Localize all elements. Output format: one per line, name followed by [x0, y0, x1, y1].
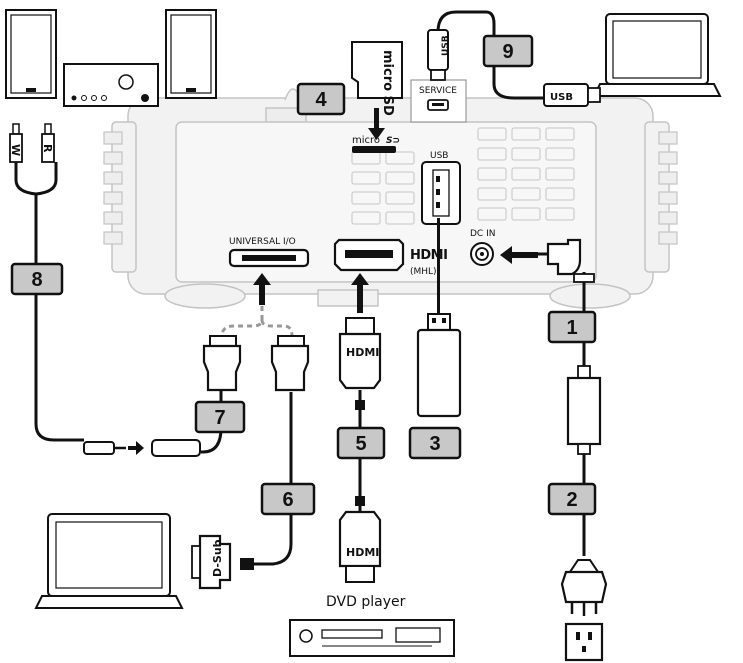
svg-text:micro: micro	[352, 135, 380, 146]
callout-6: 6	[260, 482, 316, 516]
audio-jack-plug	[83, 439, 201, 457]
callout-2: 2	[547, 482, 597, 516]
speaker-right	[165, 9, 217, 99]
dvd-player: DVD player	[289, 594, 455, 657]
universal-io-plug-left	[202, 335, 242, 392]
usb-flash-drive	[416, 313, 462, 418]
projector-vents	[351, 127, 575, 225]
svg-text:HDMI: HDMI	[410, 248, 447, 263]
svg-text:USB: USB	[430, 151, 448, 161]
svg-text:USB: USB	[550, 92, 573, 103]
callout-1: 1	[547, 310, 597, 344]
svg-text:9: 9	[502, 41, 513, 63]
hdmi-plug-top: HDMI	[338, 317, 382, 410]
svg-text:5: 5	[355, 433, 366, 455]
wall-outlet	[564, 622, 604, 662]
usb-plug-service: USB	[427, 29, 451, 81]
svg-text:HDMI: HDMI	[346, 546, 379, 559]
usb-port: USB	[421, 151, 461, 225]
microsd-port: micro S⊃	[352, 135, 400, 153]
callout-7: 7	[194, 400, 246, 434]
svg-text:(MHL): (MHL)	[410, 267, 437, 277]
svg-text:4: 4	[315, 89, 327, 111]
svg-text:micro SD: micro SD	[380, 50, 395, 116]
laptop-top-right	[592, 13, 722, 97]
svg-text:S⊃: S⊃	[386, 136, 400, 146]
amplifier	[63, 63, 159, 107]
svg-text:SERVICE: SERVICE	[419, 86, 457, 96]
svg-text:7: 7	[214, 407, 225, 429]
callout-4: 4	[296, 82, 346, 116]
dcin-port: DC IN	[470, 229, 495, 266]
svg-text:DC IN: DC IN	[470, 229, 495, 239]
svg-text:3: 3	[429, 433, 440, 455]
power-plug	[560, 559, 608, 616]
dc-plug	[536, 238, 595, 283]
svg-text:8: 8	[31, 269, 42, 291]
laptop-bottom-left	[34, 513, 184, 609]
callout-5: 5	[336, 426, 386, 460]
svg-text:DVD player: DVD player	[326, 594, 406, 610]
speaker-left	[5, 9, 57, 99]
power-adapter	[566, 365, 602, 455]
universal-io-plug-right	[270, 335, 310, 392]
callout-9: 9	[482, 34, 534, 68]
microsd-card: micro SD	[351, 41, 403, 116]
svg-text:R: R	[41, 144, 54, 153]
svg-text:1: 1	[566, 317, 577, 339]
rca-plugs: W R	[9, 123, 55, 163]
usb-plug-laptop: USB	[543, 83, 601, 107]
arrows	[128, 108, 538, 455]
svg-text:W: W	[9, 144, 22, 156]
service-port: SERVICE	[410, 79, 467, 123]
svg-text:HDMI: HDMI	[346, 346, 379, 359]
svg-text:6: 6	[282, 489, 293, 511]
universal-io-port: UNIVERSAL I/O	[228, 237, 310, 268]
callout-3: 3	[408, 426, 462, 460]
svg-text:USB: USB	[441, 35, 451, 56]
svg-text:UNIVERSAL I/O: UNIVERSAL I/O	[229, 237, 296, 247]
hdmi-plug-bottom: HDMI	[338, 496, 382, 583]
dsub-connector: D-Sub	[191, 534, 254, 590]
callout-8: 8	[10, 262, 64, 296]
svg-text:D-Sub: D-Sub	[211, 539, 224, 577]
projector-fins	[103, 131, 678, 245]
universal-io-splitter	[220, 306, 294, 337]
svg-text:2: 2	[566, 489, 577, 511]
